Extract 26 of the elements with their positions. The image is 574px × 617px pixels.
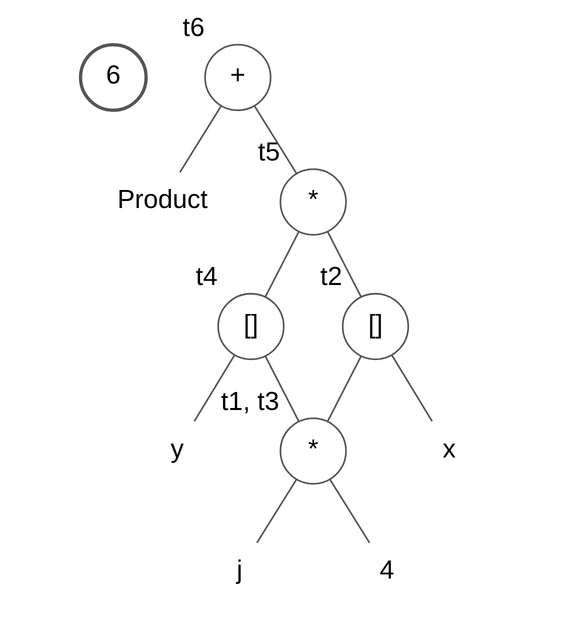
connector bbox=[194, 354, 236, 422]
node-label: t6 bbox=[182, 12, 205, 42]
node-label: t2 bbox=[320, 261, 342, 292]
node-label: t4 bbox=[196, 261, 218, 292]
node-label: t5 bbox=[258, 136, 280, 167]
node-circle: * bbox=[280, 417, 347, 485]
node-circle: * bbox=[280, 168, 347, 236]
node-circle: + bbox=[204, 44, 272, 112]
node-circle: [] bbox=[342, 292, 410, 360]
connector bbox=[254, 106, 298, 174]
connector bbox=[179, 106, 222, 173]
node-text: j bbox=[236, 554, 242, 585]
connector bbox=[329, 479, 370, 544]
node-label: t1, t3 bbox=[220, 386, 280, 416]
connector bbox=[326, 356, 362, 422]
connector bbox=[264, 231, 300, 298]
node-circle: [] bbox=[217, 292, 285, 360]
node-text: x bbox=[442, 433, 456, 464]
node-text: Product bbox=[117, 184, 208, 214]
connector bbox=[264, 356, 300, 422]
node-text: 4 bbox=[380, 554, 394, 585]
node-text: y bbox=[170, 433, 184, 464]
node-circle: 6 bbox=[78, 43, 148, 112]
connector bbox=[256, 479, 298, 544]
connector bbox=[391, 354, 433, 422]
connector bbox=[326, 231, 362, 298]
